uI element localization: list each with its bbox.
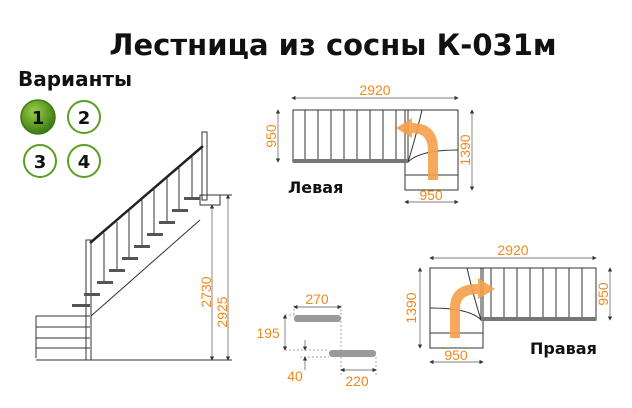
- svg-text:2920: 2920: [359, 82, 390, 98]
- svg-text:195: 195: [256, 325, 280, 341]
- svg-text:270: 270: [305, 291, 329, 307]
- svg-text:2920: 2920: [497, 242, 528, 258]
- variant-2-button[interactable]: 2: [67, 100, 101, 134]
- page-title: Лестница из сосны К-031м: [109, 28, 556, 62]
- svg-text:1390: 1390: [403, 292, 419, 323]
- svg-text:1: 1: [32, 108, 45, 129]
- variant-1-button[interactable]: 1: [20, 99, 56, 135]
- left-plan: 2920 950 1390 950 Левая: [263, 82, 475, 205]
- svg-text:1390: 1390: [457, 134, 473, 165]
- right-plan-label: Правая: [530, 339, 597, 358]
- left-plan-label: Левая: [288, 178, 343, 197]
- variant-3-button[interactable]: 3: [23, 144, 57, 178]
- variants-heading: Варианты: [18, 67, 132, 91]
- variant-4-button[interactable]: 4: [67, 144, 101, 178]
- svg-text:950: 950: [419, 187, 443, 203]
- svg-text:2: 2: [78, 108, 91, 129]
- svg-text:950: 950: [263, 124, 279, 148]
- height-2730: 2730: [198, 276, 214, 307]
- svg-text:40: 40: [287, 368, 303, 384]
- svg-text:950: 950: [595, 282, 611, 306]
- svg-text:950: 950: [444, 347, 468, 363]
- step-detail: 270 195 40 220: [256, 291, 377, 389]
- svg-text:4: 4: [78, 152, 91, 173]
- svg-text:3: 3: [34, 152, 47, 173]
- right-plan: 2920 1390 950 950 Правая: [403, 242, 613, 365]
- svg-text:220: 220: [345, 373, 369, 389]
- side-view: 2730 2925: [35, 131, 232, 361]
- height-2925: 2925: [214, 296, 230, 327]
